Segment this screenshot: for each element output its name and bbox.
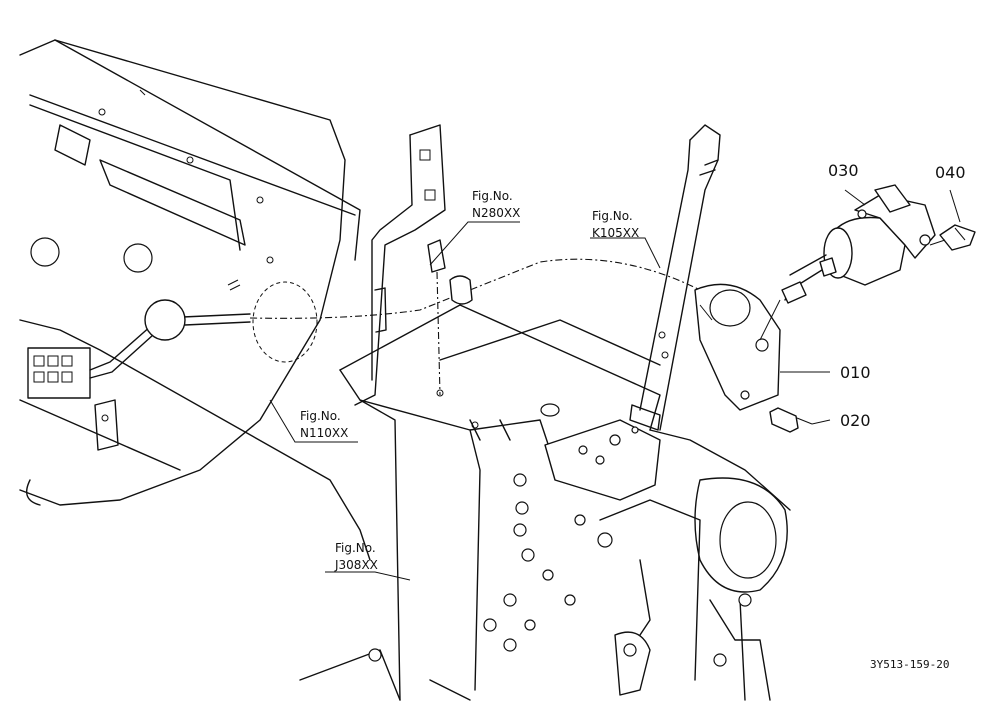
transmission-case — [299, 304, 791, 701]
fig-ref-k105-code: K105XX — [592, 226, 639, 240]
clamp — [449, 275, 473, 305]
part-040-bolt — [929, 224, 976, 251]
fig-ref-j308[interactable]: Fig.No. J308XX — [334, 541, 378, 572]
lever-arm — [614, 631, 651, 696]
wire-harness — [27, 258, 746, 451]
bracket-n280 — [354, 124, 473, 406]
drawing-number: 3Y513-159-20 — [870, 658, 949, 671]
fig-ref-k105[interactable]: Fig.No. K105XX — [592, 209, 639, 240]
fig-ref-k105-label: Fig.No. — [592, 209, 633, 223]
part-030-solenoid — [759, 184, 936, 341]
callout-030: 030 — [828, 161, 859, 180]
callout-010: 010 — [840, 363, 871, 382]
leader-lines — [269, 189, 961, 581]
part-020-bolt — [769, 407, 813, 433]
callout-020: 020 — [840, 411, 871, 430]
fig-ref-n280-label: Fig.No. — [472, 189, 513, 203]
fig-ref-n280[interactable]: Fig.No. N280XX — [472, 189, 520, 220]
fig-ref-n110[interactable]: Fig.No. N110XX — [300, 409, 348, 440]
fig-ref-n110-code: N110XX — [300, 426, 348, 440]
vertical-bar-k105 — [629, 124, 721, 431]
frame-panel — [19, 39, 371, 561]
fig-ref-n110-label: Fig.No. — [300, 409, 341, 423]
fig-ref-j308-label: Fig.No. — [335, 541, 376, 555]
bolt-small — [427, 239, 446, 273]
grommet-dashed — [252, 281, 318, 363]
fig-ref-n280-code: N280XX — [472, 206, 520, 220]
fig-ref-j308-code: J308XX — [334, 558, 378, 572]
grommet-hole — [144, 299, 186, 341]
callout-040: 040 — [935, 163, 966, 182]
part-010-bracket — [694, 283, 781, 411]
